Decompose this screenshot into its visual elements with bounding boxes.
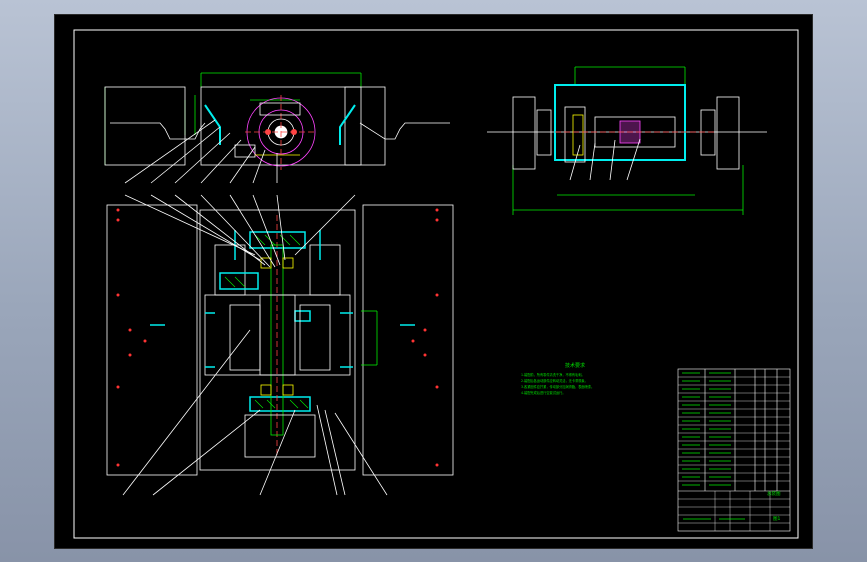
note-1: 1.装配前，所有零件清洗干净，不得有毛刺。 — [521, 372, 585, 377]
note-2: 2.装配后各运动部件应转动灵活，无卡滞现象。 — [521, 378, 588, 383]
drawing-sheet: 技术要求 1.装配前，所有零件清洗干净，不得有毛刺。 2.装配后各运动部件应转动… — [54, 14, 813, 549]
notes-title: 技术要求 — [565, 362, 585, 369]
main-plan-view — [106, 194, 454, 496]
top-left-view — [104, 72, 450, 184]
cad-drawing: 技术要求 1.装配前，所有零件清洗干净，不得有毛刺。 2.装配后各运动部件应转动… — [73, 29, 799, 539]
note-4: 4.装配完成后进行空载试运行。 — [521, 390, 565, 395]
inner-border — [73, 29, 799, 539]
top-right-view — [487, 66, 767, 215]
title-drawing-name: 总装图 — [767, 490, 781, 497]
note-3: 3.各紧固件应拧紧，传动部分加润滑脂，表面喷漆。 — [521, 384, 594, 389]
technical-notes: 技术要求 1.装配前，所有零件清洗干净，不得有毛刺。 2.装配后各运动部件应转动… — [521, 362, 594, 395]
title-block — [677, 368, 791, 532]
title-sheet-number: 图1 — [773, 516, 780, 522]
